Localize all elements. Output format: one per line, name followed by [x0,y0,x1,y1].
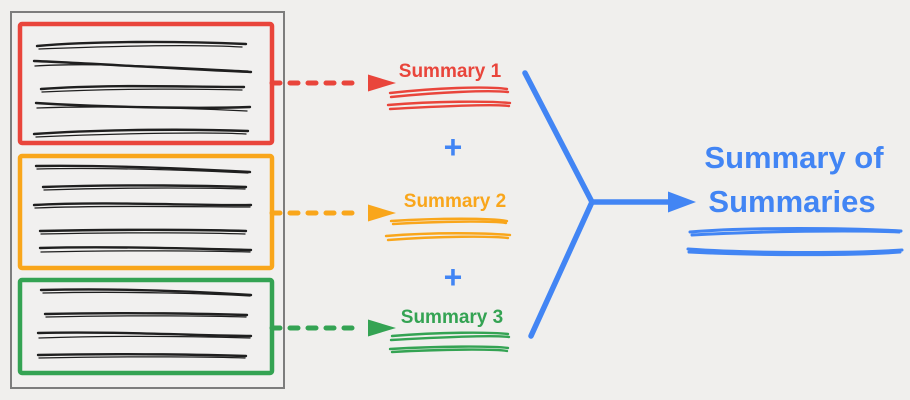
merge-connector [522,70,696,339]
text-line-scribble-echo [34,167,251,253]
final-summary-title-line1: Summary of [704,140,884,175]
document-outline [10,11,285,389]
summary-2-label: Summary 2 [404,191,506,212]
final-summary-scribble [686,227,904,257]
merge-line-bottom [528,199,595,339]
plus-operator-1: + [444,129,463,165]
merge-line-top [522,70,595,205]
arrowhead-icon [668,191,696,213]
map-arrow-green [269,319,396,337]
summary-2-scribble [384,217,512,242]
section-green-text-scribbles [36,288,253,359]
text-line-scribble [36,288,253,358]
section-red-text-scribbles [32,40,253,138]
summary-3-label: Summary 3 [401,307,503,328]
plus-operator-2: + [444,259,463,295]
arrowhead-icon [368,319,396,337]
text-line-scribble [32,40,253,136]
final-summary-title-line2: Summaries [708,184,875,219]
arrowhead-icon [368,74,396,92]
summary-1-label: Summary 1 [399,61,502,82]
text-line-scribble-echo [34,44,249,138]
text-line-scribble-echo [38,291,251,359]
arrowhead-icon [368,204,396,222]
source-document [10,11,285,389]
map-arrow-orange [269,204,396,222]
summary-3-scribble [388,331,511,354]
section-orange-text-scribbles [32,164,253,253]
map-arrow-red [269,74,396,92]
text-line-scribble [32,164,253,252]
summary-1-scribble [386,86,512,111]
